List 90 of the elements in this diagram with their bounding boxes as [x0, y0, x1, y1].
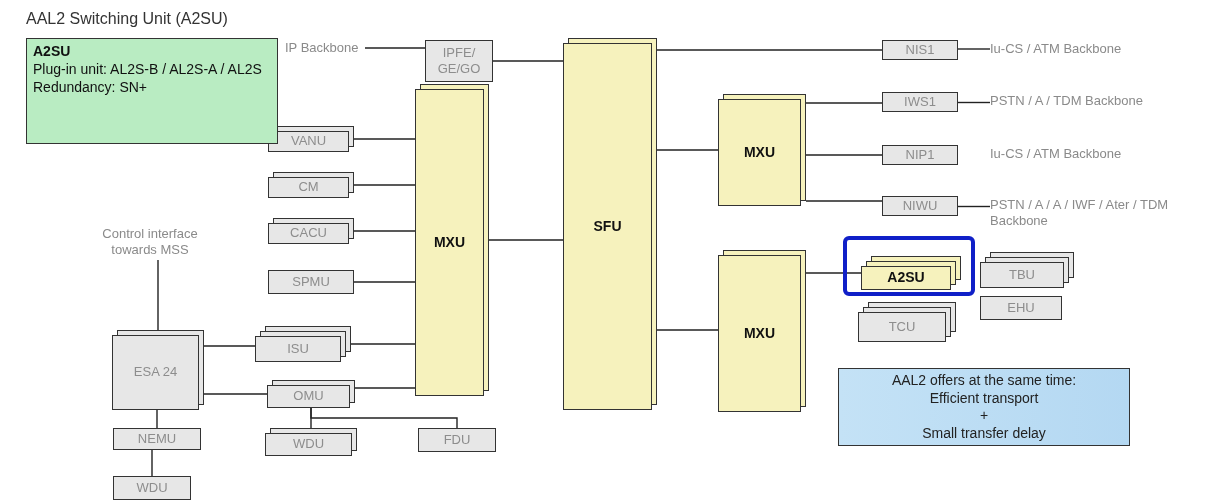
plug-in-unit-card	[882, 196, 958, 216]
unit-name: OMU	[293, 388, 324, 405]
unit-name: TBU	[1009, 266, 1035, 284]
plug-in-unit-card	[113, 476, 191, 500]
unit-card	[718, 94, 806, 206]
connector-line	[350, 343, 416, 345]
note-box	[838, 368, 1130, 446]
plug-in-unit-card	[267, 380, 355, 408]
connector-line	[310, 407, 458, 429]
connector-line	[492, 60, 564, 62]
plug-in-unit-card	[858, 302, 956, 342]
connector-line	[353, 230, 416, 232]
interface-label: PSTN / A / TDM Backbone	[990, 93, 1150, 127]
unit-name: CM	[298, 179, 319, 196]
connector-line	[353, 281, 416, 283]
interface-label: Control interface towards MSS	[92, 226, 208, 260]
connector-line	[488, 239, 564, 241]
interface-label: PSTN / A / A / IWF / Ater / TDM Backbone	[990, 197, 1200, 231]
note-text: +	[979, 407, 989, 425]
info-card	[26, 38, 278, 144]
unit-name: NIP1	[905, 146, 935, 164]
unit-name: ISU	[287, 340, 309, 358]
unit-name: SFU	[593, 217, 622, 236]
plug-in-unit-card	[980, 296, 1062, 320]
unit-card	[718, 250, 806, 412]
connector-line	[957, 205, 991, 208]
connector-line	[656, 329, 719, 331]
unit-name: IWS1	[904, 93, 936, 111]
diagram-title: AAL2 Switching Unit (A2SU)	[26, 10, 228, 28]
plug-in-unit-card	[113, 428, 201, 450]
connector-line	[805, 200, 883, 202]
connector-line	[957, 48, 991, 50]
unit-name: SPMU	[292, 273, 330, 291]
connector-line	[805, 272, 862, 274]
plug-in-unit-card	[980, 252, 1074, 288]
interface-label: IP Backbone	[285, 40, 365, 56]
note-text: AAL2 offers at the same time:	[891, 372, 1077, 390]
connector-line	[203, 393, 268, 395]
connector-line	[353, 138, 416, 140]
unit-name: ESA 24	[133, 364, 178, 381]
card-heading: A2SU	[33, 43, 72, 59]
unit-name: NEMU	[137, 430, 177, 448]
connector-line	[656, 49, 883, 51]
plug-in-unit-card	[425, 40, 493, 82]
connector-line	[805, 154, 883, 156]
connector-line	[151, 449, 153, 477]
unit-name: NIS1	[905, 41, 935, 59]
note-text: Efficient transport	[929, 389, 1039, 407]
card-text: Plug-in unit: AL2S-B / AL2S-A / AL2S	[33, 61, 263, 77]
interface-label: Iu-CS / ATM Backbone	[990, 146, 1122, 161]
plug-in-unit-card	[255, 326, 351, 362]
plug-in-unit-card	[418, 428, 496, 452]
plug-in-unit-card	[268, 218, 354, 244]
plug-in-unit-card	[882, 92, 958, 112]
connector-line	[203, 345, 256, 347]
connector-line	[656, 149, 719, 151]
connector-line	[364, 47, 426, 49]
connector-line	[805, 102, 883, 104]
unit-name: FDU	[443, 431, 471, 449]
unit-card	[861, 256, 961, 290]
plug-in-unit-card	[265, 428, 357, 456]
unit-name: VANU	[290, 133, 327, 150]
unit-name: CACU	[290, 225, 327, 242]
connector-line	[157, 259, 159, 331]
unit-name: MXU	[433, 233, 466, 252]
connector-line	[156, 409, 158, 429]
unit-name: WDU	[136, 479, 168, 497]
connector-line	[353, 184, 416, 186]
plug-in-unit-card	[112, 330, 204, 410]
plug-in-unit-card	[268, 270, 354, 294]
unit-name: EHU	[1007, 299, 1035, 317]
unit-name: WDU	[292, 436, 324, 453]
connector-line	[957, 101, 991, 104]
unit-name: MXU	[743, 143, 776, 162]
plug-in-unit-card	[882, 145, 958, 165]
unit-name: A2SU	[887, 269, 925, 287]
unit-name: MXU	[743, 324, 776, 343]
card-text: Redundancy: SN+	[33, 79, 149, 95]
highlight-frame	[843, 236, 975, 296]
unit-name: IPFE/ GE/GO	[436, 44, 482, 78]
plug-in-unit-card	[882, 40, 958, 60]
interface-label: Iu-CS / ATM Backbone	[990, 41, 1200, 57]
unit-card	[563, 38, 657, 410]
unit-name: TCU	[888, 318, 916, 336]
unit-card	[415, 84, 489, 396]
connector-line	[354, 387, 416, 389]
unit-name: NIWU	[902, 197, 938, 215]
plug-in-unit-card	[268, 172, 354, 198]
plug-in-unit-card	[268, 126, 354, 152]
note-text: Small transfer delay	[922, 424, 1046, 442]
